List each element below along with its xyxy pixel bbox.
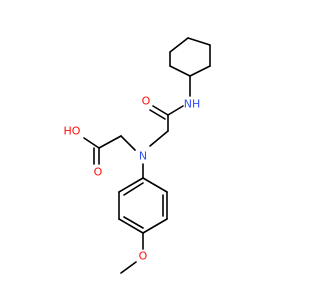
bond (149, 130, 169, 147)
bond (169, 65, 191, 77)
bond (189, 65, 211, 77)
molecule-structure: O NH HO O N O (64, 37, 211, 274)
bond (142, 218, 168, 234)
amide-oxygen-label: O (142, 95, 151, 108)
bond (98, 135, 122, 149)
cyclohexyl-ring (169, 37, 211, 77)
bond (118, 218, 144, 234)
structure-canvas: O NH HO O N O (64, 37, 211, 274)
amine-nitrogen-label: N (139, 150, 147, 163)
acid-carbonyl-oxygen-label: O (94, 166, 103, 179)
bond (152, 105, 169, 116)
bond (120, 261, 137, 274)
bond (83, 137, 100, 149)
methoxy-oxygen-label: O (139, 250, 148, 263)
bond (167, 105, 184, 116)
bond (123, 216, 144, 229)
amide-nh-label: NH (184, 98, 201, 111)
methoxyphenyl-ring (118, 177, 168, 234)
bond (120, 135, 136, 151)
acid-hydroxyl-label: HO (64, 125, 81, 138)
bond (142, 177, 168, 193)
bond (187, 37, 211, 46)
bond (123, 182, 144, 196)
bond (149, 109, 166, 120)
bond (169, 37, 189, 53)
bond (118, 177, 144, 193)
